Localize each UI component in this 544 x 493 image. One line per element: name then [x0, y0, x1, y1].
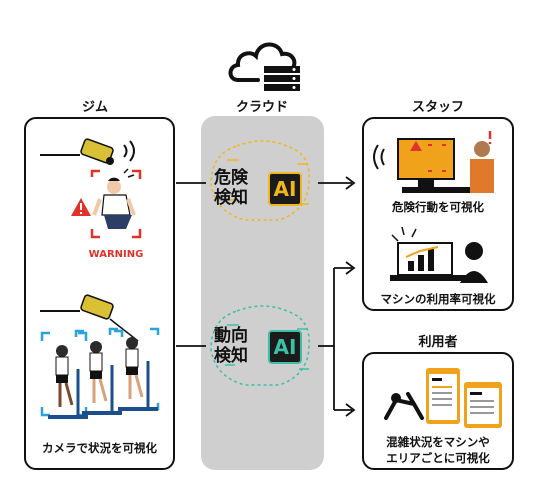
staff-danger-caption: 危険行動を可視化: [392, 200, 484, 214]
congestion-app-illustration: [384, 368, 502, 428]
exercise-bikes-illustration: [40, 327, 160, 419]
users-caption-line2: エリアごとに可視化: [386, 451, 490, 465]
users-caption-line1: 混雑状況をマシンや: [386, 435, 490, 449]
fallen-person-illustration: [90, 168, 142, 239]
motion-ai-badge: AI: [268, 330, 302, 364]
gym-caption: カメラで状況を可視化: [42, 441, 157, 455]
staff-usage-caption: マシンの利用率可視化: [380, 292, 496, 306]
warning-icon: [71, 198, 91, 216]
security-camera-icon: [40, 138, 135, 165]
danger-monitor-illustration: [373, 131, 494, 193]
cloud-server-icon: [228, 42, 300, 91]
column-label-staff: スタッフ: [411, 100, 464, 115]
column-label-users: 利用者: [418, 335, 458, 350]
danger-ai-badge: AI: [268, 172, 302, 206]
motion-ai-line1: 動向: [214, 326, 248, 346]
cloud-column: [201, 116, 324, 470]
usage-chart-illustration: [390, 226, 488, 283]
danger-ai-brain-icon: [210, 140, 310, 221]
motion-ai-brain-icon: [210, 305, 310, 386]
warning-label: WARNING: [88, 249, 144, 260]
column-label-gym: ジム: [81, 100, 108, 115]
danger-ai-line2: 検知: [214, 188, 248, 208]
users-panel: 混雑状況をマシンや エリアごとに可視化: [362, 352, 514, 470]
column-label-cloud: クラウド: [235, 100, 288, 115]
motion-ai-line2: 検知: [214, 346, 248, 366]
gym-panel: WARNING カメラで状況を可視化: [24, 117, 175, 470]
staff-panel: 危険行動を可視化 マシンの利用率可視化: [362, 117, 514, 311]
danger-ai-line1: 危険: [214, 168, 248, 188]
